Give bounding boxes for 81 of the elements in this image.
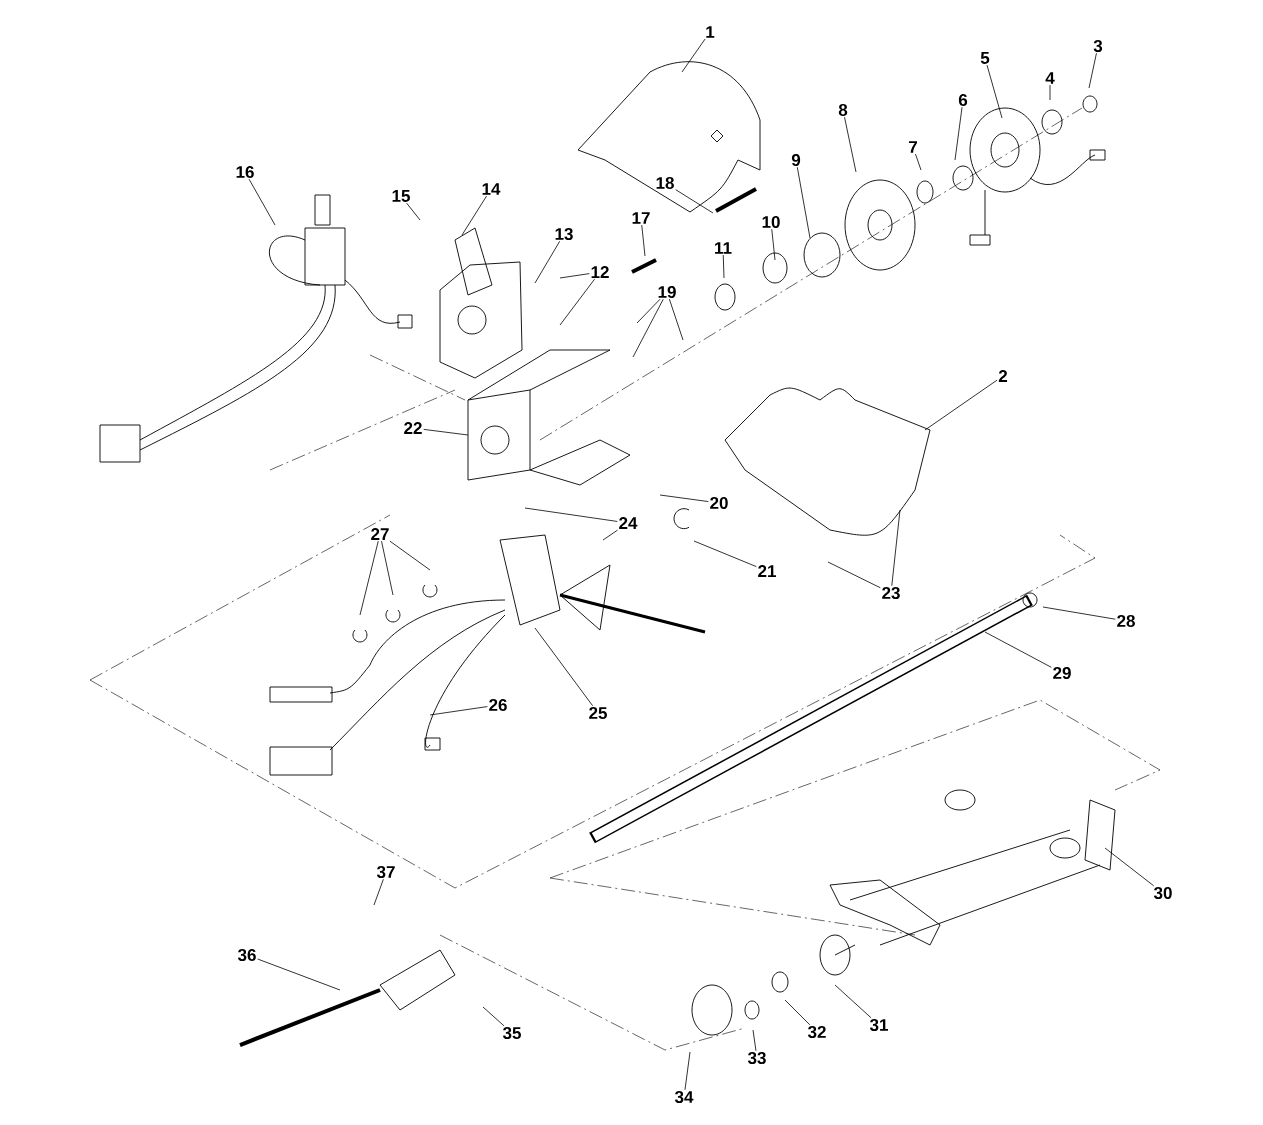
leader-line [559,278,595,326]
callout-number: 17 [632,212,650,224]
leader-line [784,999,811,1026]
callout-number: 35 [502,1027,521,1040]
leader-line [915,153,922,171]
leader-line [559,273,590,279]
callout-number: 6 [958,94,968,107]
leader-line [659,494,709,502]
callout-number: 33 [747,1052,766,1065]
callout-number: 22 [404,422,422,434]
callout-number: 37 [376,866,395,879]
leader-line [693,540,757,568]
callout-number: 5 [980,52,990,64]
callout-number: 11 [715,242,732,254]
leader-line [641,224,646,257]
leader-line [248,178,276,226]
leader-line [632,298,664,358]
callout-number: 15 [392,190,410,202]
leader-line [924,379,998,431]
callout-number: 24 [619,517,638,529]
callout-number: 7 [909,141,917,153]
callout-number: 27 [371,528,389,540]
callout-number: 20 [710,497,728,510]
leader-line [827,561,881,589]
callout-number: 16 [236,166,254,179]
leader-line [373,878,384,906]
leader-line [669,298,684,341]
leader-line [1042,606,1116,620]
leader-line [461,195,487,236]
leader-line [986,64,1003,119]
callout-number: 18 [656,177,674,190]
leader-line [257,958,341,991]
callout-number: 34 [674,1091,694,1104]
leader-line [534,627,594,707]
callout-number: 8 [838,104,848,117]
leader-line [675,189,714,214]
leader-line [796,166,811,239]
leader-line [891,509,901,587]
callout-number: 12 [591,266,609,278]
callout-number: 4 [1045,72,1055,84]
callout-number: 30 [1153,887,1172,900]
leader-line [429,706,488,716]
callout-number: 26 [489,699,507,712]
leader-line [524,507,618,522]
callout-number: 25 [589,707,607,720]
leader-line [984,631,1052,668]
leader-line [406,202,421,221]
callout-number: 13 [555,227,573,241]
leader-line [482,1006,505,1027]
leader-line [389,540,431,571]
callout-number: 19 [658,286,676,299]
leader-line [771,228,776,261]
leader-line [722,254,725,279]
leader-line [602,529,618,541]
callout-number: 2 [998,370,1008,382]
callout-number: 9 [791,154,801,167]
callout-number: 14 [482,183,501,195]
leader-line [381,540,394,596]
leader-line [636,298,661,324]
callout-number: 31 [869,1019,888,1032]
callout-number: 32 [807,1026,826,1039]
leader-line [844,116,857,173]
leader-line [834,984,872,1019]
callout-number: 21 [758,565,776,577]
leader-line [1104,847,1155,887]
callout-number: 10 [762,216,780,229]
callout-number: 1 [706,26,715,38]
leader-line [359,540,379,616]
callout-number: 3 [1093,39,1103,53]
leader-line [681,38,706,73]
leader-line [1049,84,1051,101]
leader-line [423,428,469,436]
leader-line [534,240,561,284]
leader-line [684,1051,691,1091]
leader-line [1088,52,1097,89]
callout-number: 23 [882,587,900,600]
callout-number: 36 [237,949,256,962]
callout-number: 29 [1053,667,1071,680]
leader-line [752,1029,757,1052]
callout-number: 28 [1117,615,1135,628]
leader-line [954,106,963,161]
